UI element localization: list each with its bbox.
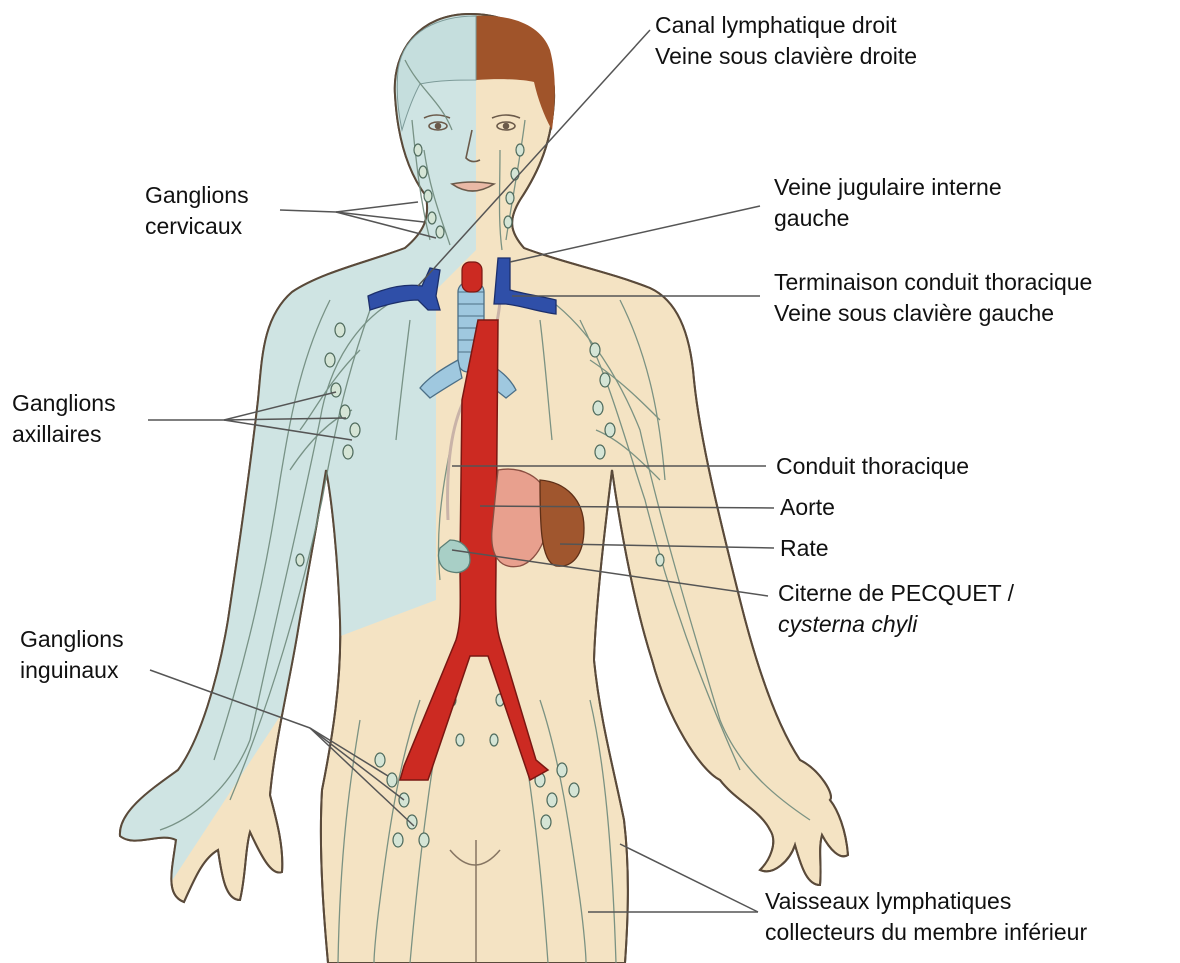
label-line: Citerne de PECQUET / [778, 578, 1014, 609]
label-line: Rate [780, 533, 829, 564]
label-line: Veine jugulaire interne [774, 172, 1002, 203]
label-citerne-de-pecquet: Citerne de PECQUET / cysterna chyli [778, 578, 1014, 640]
label-line: Ganglions [20, 624, 124, 655]
label-line: Canal lymphatique droit [655, 10, 917, 41]
label-line: collecteurs du membre inférieur [765, 917, 1087, 948]
label-veine-jugulaire: Veine jugulaire interne gauche [774, 172, 1002, 234]
label-line: Veine sous clavière droite [655, 41, 917, 72]
label-line: Terminaison conduit thoracique [774, 267, 1092, 298]
label-line: gauche [774, 203, 1002, 234]
label-ganglions-axillaires: Ganglions axillaires [12, 388, 116, 450]
carotid [462, 262, 482, 292]
label-line: Veine sous clavière gauche [774, 298, 1092, 329]
label-conduit-thoracique: Conduit thoracique [776, 451, 969, 482]
label-line: inguinaux [20, 655, 124, 686]
label-rate: Rate [780, 533, 829, 564]
label-canal-lymphatique-droit: Canal lymphatique droit Veine sous clavi… [655, 10, 917, 72]
label-ganglions-inguinaux: Ganglions inguinaux [20, 624, 124, 686]
label-line: Conduit thoracique [776, 451, 969, 482]
label-aorte: Aorte [780, 492, 835, 523]
label-terminaison-conduit-thoracique: Terminaison conduit thoracique Veine sou… [774, 267, 1092, 329]
label-line: axillaires [12, 419, 116, 450]
label-line-italic: cysterna chyli [778, 609, 1014, 640]
label-line: Vaisseaux lymphatiques [765, 886, 1087, 917]
label-line: Ganglions [12, 388, 116, 419]
label-line: cervicaux [145, 211, 249, 242]
label-ganglions-cervicaux: Ganglions cervicaux [145, 180, 249, 242]
label-vaisseaux-lymphatiques: Vaisseaux lymphatiques collecteurs du me… [765, 886, 1087, 948]
label-line: Ganglions [145, 180, 249, 211]
label-line: Aorte [780, 492, 835, 523]
